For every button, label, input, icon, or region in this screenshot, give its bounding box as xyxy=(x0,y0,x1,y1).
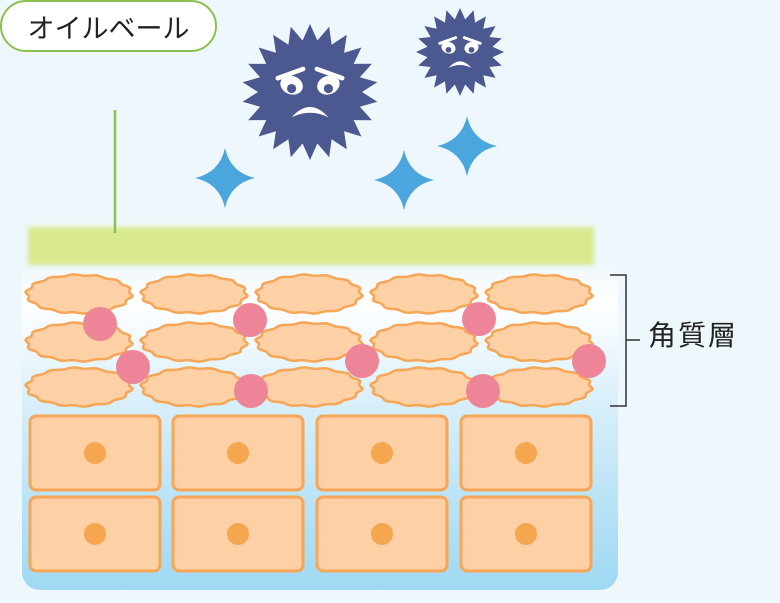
germ-pupil xyxy=(323,83,333,94)
oil-veil-label: オイルベール xyxy=(0,0,217,52)
cell-nucleus xyxy=(515,523,537,545)
germs xyxy=(242,8,504,160)
lipid-dot xyxy=(462,302,496,336)
stratum-bracket xyxy=(610,274,640,407)
corneum-cell xyxy=(368,366,480,408)
germ-pupil xyxy=(287,83,297,94)
germ-icon xyxy=(242,24,378,160)
corneum-cell xyxy=(138,273,250,315)
corneum-cell xyxy=(138,321,250,363)
corneum-cell xyxy=(23,273,135,315)
corneum-cell xyxy=(138,366,250,408)
stratum-corneum-cells xyxy=(23,273,595,408)
cell-nucleus xyxy=(84,523,106,545)
corneum-cell xyxy=(253,273,365,315)
germ-brow xyxy=(275,66,306,81)
germ-pupil xyxy=(468,46,475,53)
sparkle-icon xyxy=(374,150,434,210)
germ-icon xyxy=(416,8,504,96)
germ-body xyxy=(242,24,378,160)
cell-nucleus xyxy=(227,523,249,545)
germ-mouth xyxy=(291,106,329,118)
germ-pupil xyxy=(445,46,452,53)
germ-mouth xyxy=(448,61,472,68)
cell-nucleus xyxy=(227,442,249,464)
corneum-cell xyxy=(483,273,595,315)
corneum-cell xyxy=(253,366,365,408)
lipid-dot xyxy=(83,307,117,341)
sparkle-icon xyxy=(437,116,497,176)
cell-nucleus xyxy=(515,442,537,464)
lipid-dot xyxy=(234,374,268,408)
lipid-dot xyxy=(233,303,267,337)
corneum-cell xyxy=(253,321,365,363)
lipid-dot xyxy=(572,344,606,378)
sparkles xyxy=(195,116,497,210)
lipid-dot xyxy=(466,374,500,408)
lipid-dot xyxy=(345,344,379,378)
lipid-dot xyxy=(116,350,150,384)
germ-brow xyxy=(314,66,345,81)
corneum-cell xyxy=(23,366,135,408)
corneum-cell xyxy=(368,321,480,363)
lipid-dots xyxy=(83,302,606,408)
corneum-cell xyxy=(483,321,595,363)
germ-brow xyxy=(462,36,482,45)
corneum-cell xyxy=(368,273,480,315)
corneum-cell xyxy=(483,366,595,408)
sparkle-icon xyxy=(195,148,255,208)
cell-nucleus xyxy=(84,442,106,464)
oil-veil-label-text: オイルベール xyxy=(27,13,190,45)
stratum-corneum-label: 角質層 xyxy=(648,319,739,352)
germ-brow xyxy=(438,36,458,45)
lower-cells xyxy=(28,414,593,573)
germ-body xyxy=(416,8,504,96)
cell-nucleus xyxy=(371,523,393,545)
cell-nucleus xyxy=(371,442,393,464)
oil-veil-layer xyxy=(28,227,594,265)
